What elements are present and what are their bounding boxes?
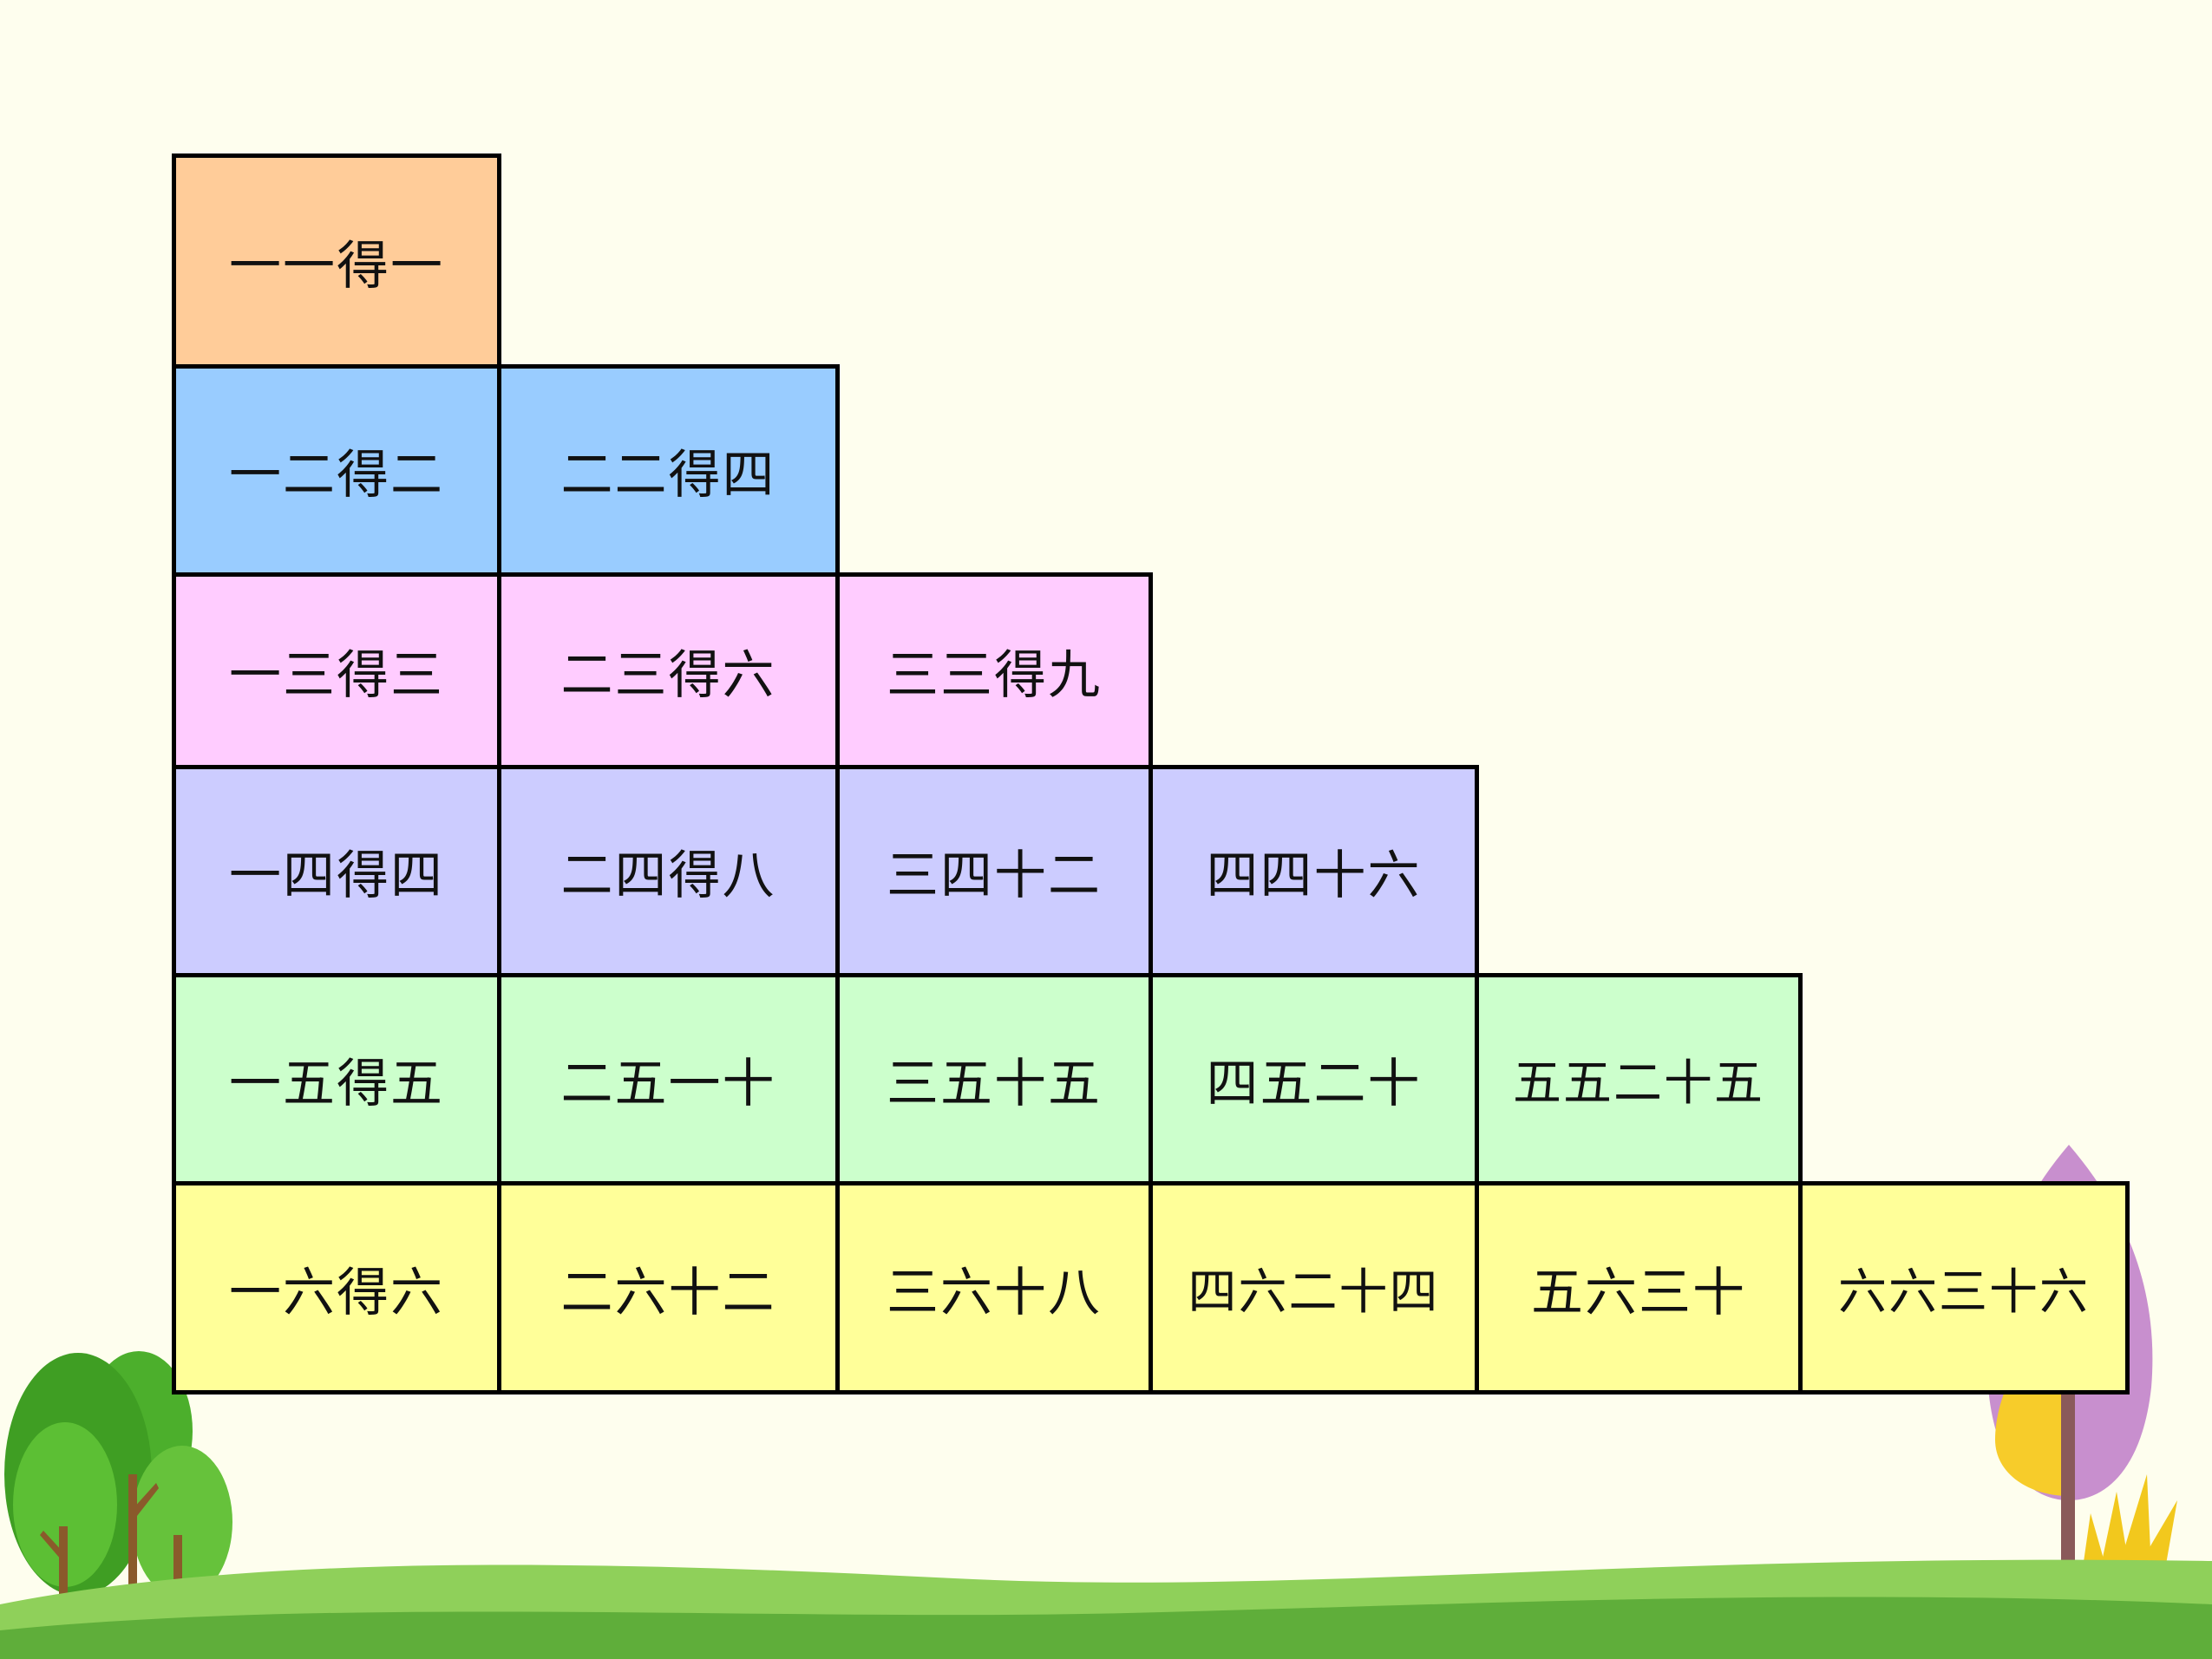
table-cell: 一二得二 bbox=[172, 364, 501, 577]
left-trees-icon bbox=[4, 1351, 232, 1622]
table-cell: 四四十六 bbox=[1149, 765, 1479, 977]
table-cell: 三四十二 bbox=[835, 765, 1153, 977]
table-cell: 六六三十六 bbox=[1798, 1181, 2130, 1394]
ground-front bbox=[0, 1597, 2212, 1659]
table-cell: 一四得四 bbox=[172, 765, 501, 977]
table-cell: 一五得五 bbox=[172, 973, 501, 1185]
table-cell: 五六三十 bbox=[1475, 1181, 1803, 1394]
table-cell: 一三得三 bbox=[172, 572, 501, 769]
table-cell: 一一得一 bbox=[172, 153, 501, 369]
table-cell: 二二得四 bbox=[497, 364, 840, 577]
table-cell: 二三得六 bbox=[497, 572, 840, 769]
table-cell: 三六十八 bbox=[835, 1181, 1153, 1394]
table-cell: 一六得六 bbox=[172, 1181, 501, 1394]
table-cell: 四五二十 bbox=[1149, 973, 1479, 1185]
table-cell: 四六二十四 bbox=[1149, 1181, 1479, 1394]
table-cell: 二六十二 bbox=[497, 1181, 840, 1394]
table-cell: 五五二十五 bbox=[1475, 973, 1803, 1185]
table-cell: 三五十五 bbox=[835, 973, 1153, 1185]
table-cell: 二五一十 bbox=[497, 973, 840, 1185]
table-cell: 三三得九 bbox=[835, 572, 1153, 769]
grass-tuft-icon bbox=[2082, 1474, 2177, 1574]
table-cell: 二四得八 bbox=[497, 765, 840, 977]
